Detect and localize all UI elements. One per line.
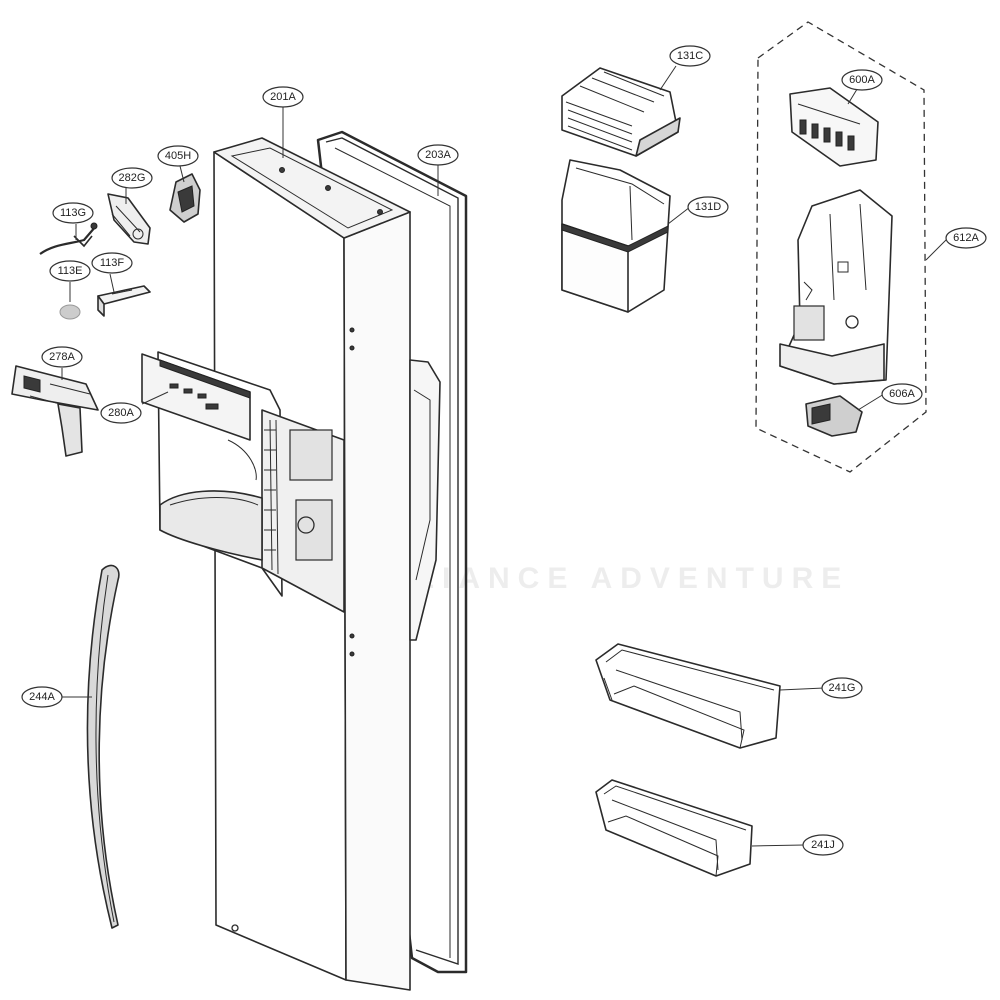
svg-text:612A: 612A (953, 232, 979, 244)
part-278a (11, 365, 99, 457)
svg-text:241J: 241J (811, 839, 835, 851)
svg-text:241G: 241G (829, 682, 856, 694)
callout-113g: 113G (52, 202, 94, 224)
ice-bin-part (561, 159, 671, 313)
callout-600a: 600A (841, 69, 883, 91)
callout-113f: 113F (91, 252, 133, 274)
svg-text:244A: 244A (29, 691, 55, 703)
door-bin-241g (595, 643, 781, 749)
callout-113e: 113E (49, 260, 91, 282)
icemaker-bracket (779, 189, 893, 385)
door-gasket-part (316, 130, 468, 974)
callout-201a: 201A (262, 86, 304, 108)
svg-text:203A: 203A (425, 149, 451, 161)
part-113e (59, 304, 81, 320)
callout-131d: 131D (687, 196, 729, 218)
callout-241g: 241G (821, 677, 863, 699)
callout-405h: 405H (157, 145, 199, 167)
svg-text:600A: 600A (849, 74, 875, 86)
svg-text:405H: 405H (165, 150, 191, 162)
door-assembly-part (157, 137, 441, 991)
callout-606a: 606A (881, 383, 923, 405)
svg-text:201A: 201A (270, 91, 296, 103)
svg-text:606A: 606A (889, 388, 915, 400)
callout-241j: 241J (802, 834, 844, 856)
part-405h (169, 173, 201, 223)
callout-131c: 131C (669, 45, 711, 67)
svg-text:113G: 113G (60, 207, 86, 219)
callout-244a: 244A (21, 686, 63, 708)
callout-280a: 280A (100, 402, 142, 424)
display-panel-part (141, 353, 251, 441)
icemaker-part-600a (789, 87, 879, 167)
callout-203a: 203A (417, 144, 459, 166)
part-113f (97, 285, 151, 317)
leader-lines (60, 65, 949, 847)
part-113g (39, 222, 98, 255)
icemaker-group (755, 21, 927, 473)
svg-text:131D: 131D (695, 201, 721, 213)
ice-bin-cover-part (561, 67, 681, 157)
svg-text:131C: 131C (677, 50, 703, 62)
door-bin-241j (595, 779, 753, 877)
handle-part (86, 564, 120, 929)
callout-282g: 282G (111, 167, 153, 189)
svg-text:113E: 113E (58, 265, 83, 277)
svg-text:278A: 278A (49, 351, 75, 363)
part-282g (107, 193, 151, 245)
part-606a (805, 395, 863, 437)
callout-612a: 612A (945, 227, 987, 249)
svg-text:280A: 280A (108, 407, 134, 419)
svg-text:113F: 113F (100, 257, 125, 269)
svg-text:282G: 282G (119, 172, 146, 184)
callout-278a: 278A (41, 346, 83, 368)
